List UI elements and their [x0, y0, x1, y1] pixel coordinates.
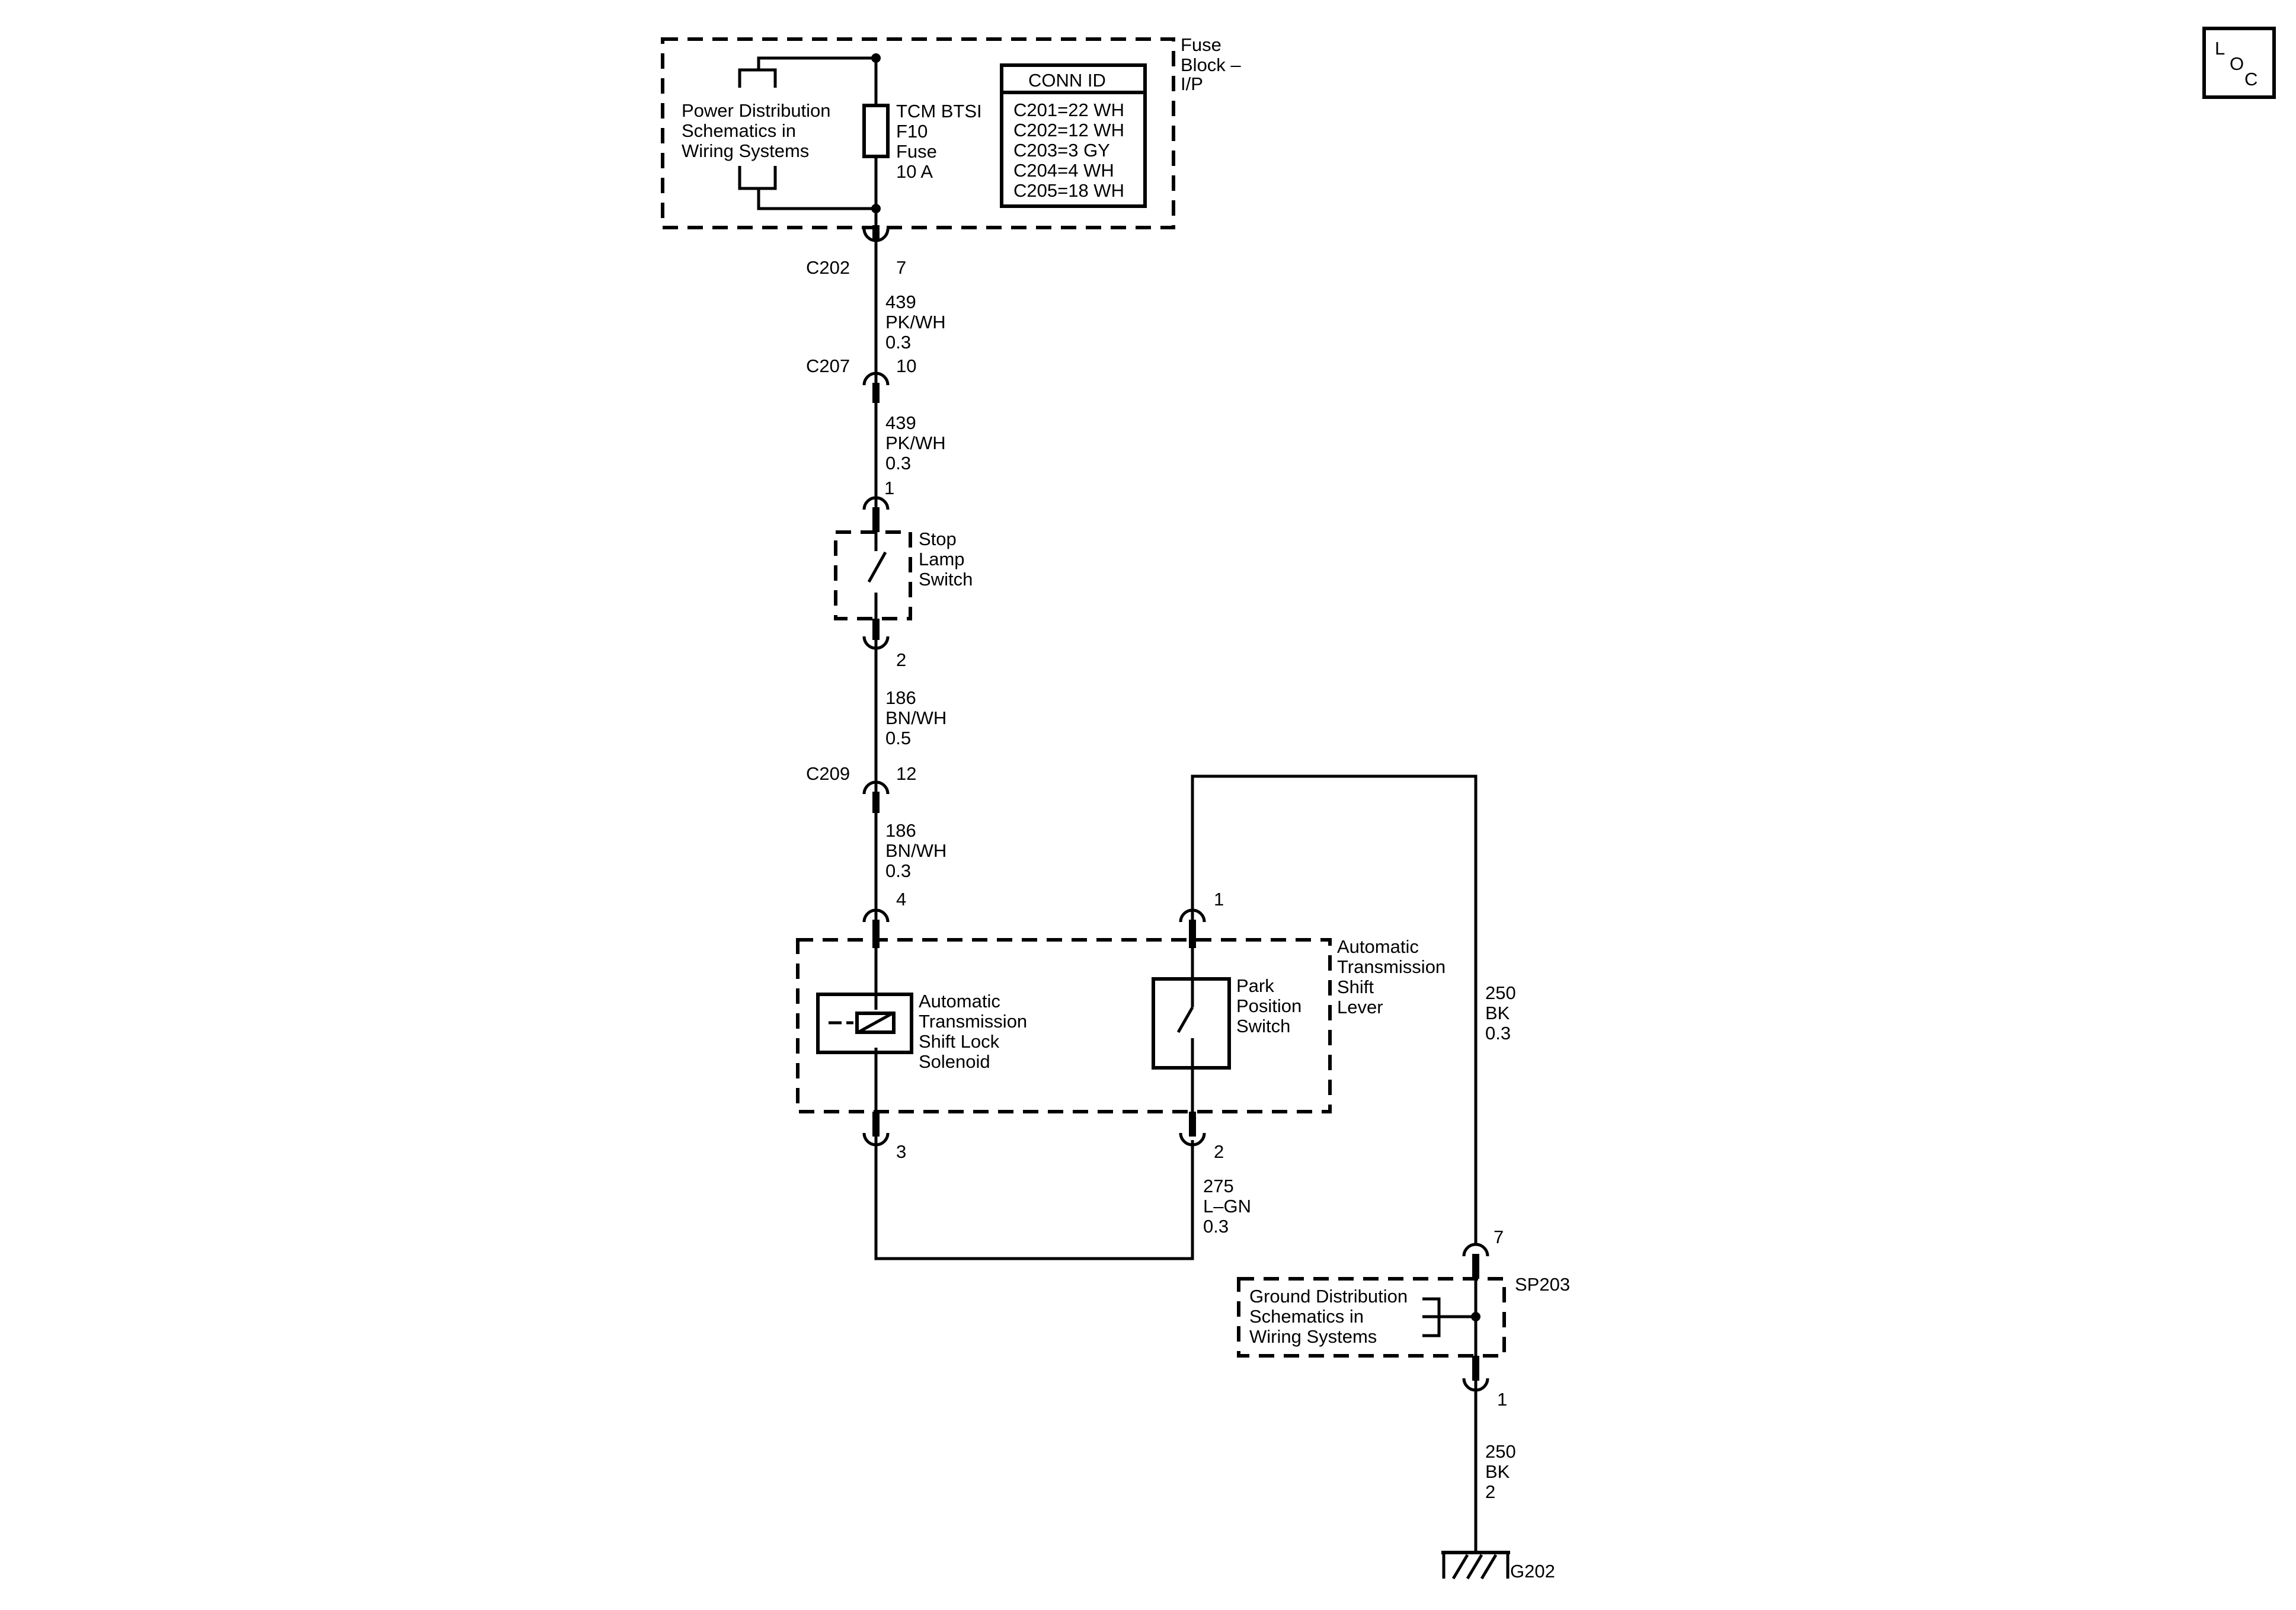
wire-circuit-number: 186: [885, 687, 916, 708]
fuse-block-title-1: Fuse: [1181, 34, 1221, 55]
shift-lock-solenoid: [816, 948, 913, 1128]
loc-badge-o: O: [2230, 53, 2244, 74]
solenoid-line-4: Solenoid: [919, 1051, 990, 1072]
fuse-block: Fuse Block – I/P Power Distribution Sche…: [661, 34, 1241, 237]
wire-gauge: 0.3: [1485, 1023, 1511, 1044]
loc-badge-l: L: [2215, 38, 2225, 59]
wire-circuit-number: 250: [1485, 1441, 1516, 1462]
wire-color: BK: [1485, 1003, 1510, 1023]
conn-id-row: C204=4 WH: [1013, 160, 1114, 181]
wire-circuit-number: 439: [885, 292, 916, 312]
wire-circuit-number: 275: [1203, 1176, 1234, 1196]
fuse-line-4: 10 A: [896, 161, 933, 182]
ground-name: G202: [1510, 1561, 1555, 1582]
solenoid-line-3: Shift Lock: [919, 1031, 1000, 1052]
fuse-block-title-2: Block –: [1181, 55, 1241, 75]
solenoid-line-2: Transmission: [919, 1011, 1027, 1032]
shift-lever-assembly: [796, 908, 1332, 1147]
ground-distribution-line-3: Wiring Systems: [1249, 1326, 1377, 1347]
lever-left-bottom-pin: 3: [896, 1141, 906, 1162]
ground-g202-symbol: [1441, 1551, 1510, 1580]
solenoid-line-1: Automatic: [919, 991, 1000, 1012]
stop-lamp-switch-line-1: Stop: [919, 529, 957, 549]
power-distribution-bracket: [738, 56, 876, 210]
conn-id-table: CONN ID C201=22 WH C202=12 WH C203=3 GY …: [1000, 63, 1147, 208]
connector-c207-pin: 10: [896, 356, 916, 376]
wire-circuit-number: 250: [1485, 982, 1516, 1003]
connector-c209-pin: 12: [896, 763, 916, 784]
splice-bottom-pin: 1: [1497, 1389, 1507, 1410]
park-switch-line-2: Position: [1236, 996, 1302, 1016]
ground-distribution-line-1: Ground Distribution: [1249, 1286, 1408, 1307]
wire-color: BK: [1485, 1461, 1510, 1482]
lever-right-top-pin: 1: [1214, 889, 1224, 910]
connector-c209-name: C209: [806, 763, 850, 784]
wire-circuit-number: 186: [885, 820, 916, 841]
power-distribution-line-3: Wiring Systems: [682, 140, 809, 161]
loc-badge-c: C: [2244, 69, 2257, 89]
fuse-line-2: F10: [896, 121, 928, 142]
fuse-line-3: Fuse: [896, 141, 937, 162]
main-wire-left: [874, 237, 1194, 1260]
power-distribution-line-1: Power Distribution: [682, 100, 831, 121]
connector-c202: [862, 225, 890, 242]
lever-right-bottom-pin: 2: [1214, 1141, 1224, 1162]
park-position-switch: [1152, 948, 1231, 1128]
connector-c202-name: C202: [806, 257, 850, 278]
stop-lamp-switch: [834, 496, 912, 650]
wire-gauge: 0.3: [1203, 1216, 1229, 1237]
ground-distribution-line-2: Schematics in: [1249, 1306, 1364, 1327]
power-distribution-line-2: Schematics in: [682, 120, 796, 141]
connector-c207: [862, 372, 890, 403]
fuse-f10: [862, 53, 890, 237]
stop-lamp-switch-line-2: Lamp: [919, 549, 965, 569]
loc-badge: L O C: [2202, 27, 2276, 99]
conn-id-row: C203=3 GY: [1013, 140, 1110, 161]
wire-circuit-number: 439: [885, 412, 916, 433]
park-switch-line-3: Switch: [1236, 1016, 1290, 1036]
wire-color: L–GN: [1203, 1196, 1251, 1217]
wire-color: PK/WH: [885, 433, 946, 453]
shift-lever-title-1: Automatic: [1337, 936, 1419, 957]
wire-gauge: 2: [1485, 1481, 1495, 1502]
stop-lamp-pin-bottom: 2: [896, 649, 906, 670]
shift-lever-title-2: Transmission: [1337, 956, 1446, 977]
conn-id-header: CONN ID: [1028, 70, 1106, 91]
wire-color: BN/WH: [885, 840, 946, 861]
park-switch-line-1: Park: [1236, 975, 1274, 996]
fuse-block-title-3: I/P: [1181, 73, 1203, 94]
conn-id-row: C202=12 WH: [1013, 120, 1124, 140]
connector-c209: [862, 780, 890, 813]
lever-left-top-pin: 4: [896, 889, 906, 910]
wire-gauge: 0.5: [885, 728, 911, 748]
shift-lever-title-3: Shift: [1337, 977, 1374, 997]
conn-id-row: C205=18 WH: [1013, 180, 1124, 201]
splice-name: SP203: [1515, 1274, 1570, 1295]
splice-sp203: [1237, 1243, 1506, 1392]
connector-c207-name: C207: [806, 356, 850, 376]
stop-lamp-switch-line-3: Switch: [919, 569, 973, 590]
wire-gauge: 0.3: [885, 332, 911, 353]
wire-color: PK/WH: [885, 312, 946, 332]
wire-color: BN/WH: [885, 708, 946, 728]
shift-lever-title-4: Lever: [1337, 997, 1383, 1017]
connector-c202-pin: 7: [896, 257, 906, 278]
wire-gauge: 0.3: [885, 860, 911, 881]
stop-lamp-pin-top: 1: [884, 478, 894, 498]
wire-gauge: 0.3: [885, 453, 911, 473]
right-branch-wire: [1191, 774, 1478, 1553]
splice-top-pin: 7: [1494, 1227, 1504, 1247]
fuse-line-1: TCM BTSI: [896, 101, 982, 121]
conn-id-row: C201=22 WH: [1013, 100, 1124, 120]
